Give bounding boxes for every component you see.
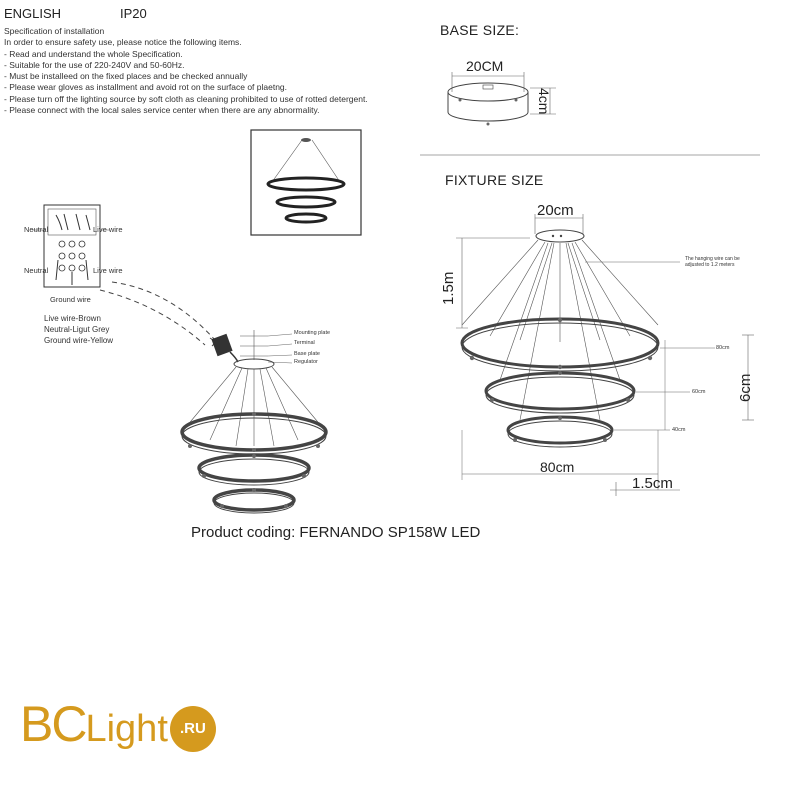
product-thumbnail bbox=[250, 129, 362, 236]
fixture-top-width: 20cm bbox=[537, 202, 574, 219]
live-top-label: Live wire bbox=[93, 225, 123, 234]
installation-drawing bbox=[180, 330, 328, 514]
legend-ground: Ground wire-Yellow bbox=[44, 336, 114, 345]
base-plate-drawing bbox=[447, 72, 556, 126]
spec-title: Specification of installation bbox=[4, 26, 105, 36]
fixture-size-title: FIXTURE SIZE bbox=[445, 172, 544, 188]
spec-line: - Read and understand the whole Specific… bbox=[4, 48, 183, 59]
wire-color-legend: Live wire-Brown Neutral-Ligut Grey Groun… bbox=[44, 313, 113, 346]
product-coding: Product coding: FERNANDO SP158W LED bbox=[191, 524, 481, 541]
base-height-label: 4cm bbox=[536, 88, 552, 115]
neutral-bottom-label: Neutral bbox=[24, 266, 49, 275]
live-bottom-label: Live wire bbox=[93, 266, 123, 275]
thickness-label: 1.5cm bbox=[632, 475, 673, 492]
spec-line: - Suitable for the use of 220-240V and 5… bbox=[4, 59, 185, 70]
ip-rating: IP20 bbox=[120, 6, 147, 21]
spec-block: Specification of installation In order t… bbox=[4, 26, 368, 116]
ground-label: Ground wire bbox=[50, 295, 91, 304]
logo-badge: .RU bbox=[169, 706, 216, 752]
terminal-label: Terminal bbox=[294, 340, 315, 346]
fixture-drawing bbox=[456, 214, 754, 496]
logo-main: BC bbox=[20, 696, 87, 752]
base-plate-label: Base plate bbox=[294, 351, 320, 357]
hang-height-label: 1.5m bbox=[440, 271, 457, 305]
spec-line: - Please wear gloves as installment and … bbox=[4, 82, 288, 93]
spec-line: - Please connect with the local sales se… bbox=[4, 105, 320, 116]
spec-line: - Must be installeed on the fixed places… bbox=[4, 71, 248, 82]
spec-line: - Please turn off the lighting source by… bbox=[4, 93, 368, 104]
regulator-label: Regulator bbox=[294, 359, 318, 365]
bottom-width-label: 80cm bbox=[540, 459, 575, 475]
base-width-label: 20CM bbox=[466, 58, 504, 74]
mounting-plate-label: Mounting plate bbox=[294, 330, 331, 336]
ring-80-label: 80cm bbox=[716, 345, 730, 351]
legend-live: Live wire-Brown bbox=[44, 314, 101, 323]
neutral-top-label: Neutral bbox=[24, 225, 49, 234]
legend-neutral: Neutral-Ligut Grey bbox=[44, 325, 110, 334]
ring-40-label: 40cm bbox=[672, 427, 686, 433]
ring-60-label: 60cm bbox=[692, 389, 706, 395]
wiring-diagram bbox=[32, 204, 217, 347]
logo-sub: Light bbox=[85, 708, 168, 750]
base-size-title: BASE SIZE: bbox=[440, 22, 520, 38]
language-label: ENGLISH bbox=[4, 6, 62, 21]
hanging-wire-note: The hanging wire can be adjusted to 1.2 … bbox=[685, 256, 740, 268]
bclight-logo: BCLight.RU bbox=[20, 695, 216, 755]
spec-line: In order to ensure safety use, please no… bbox=[4, 37, 242, 48]
total-height-label: 6cm bbox=[737, 373, 754, 402]
